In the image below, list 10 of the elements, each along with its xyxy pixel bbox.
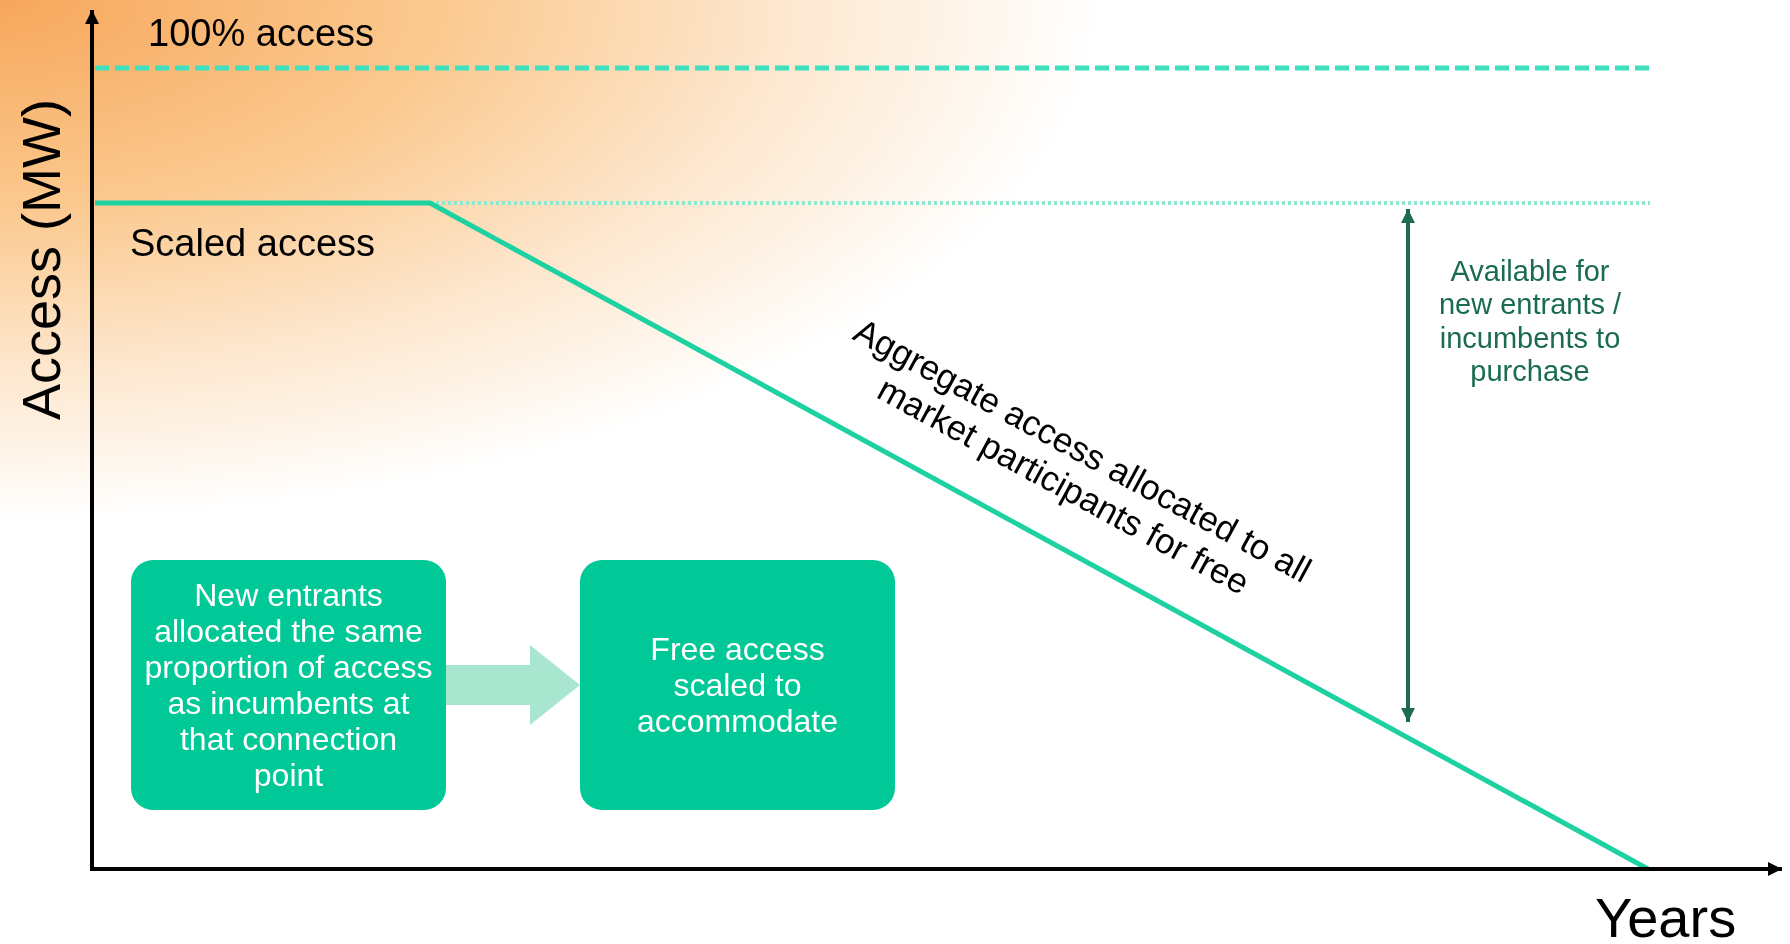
arrow (446, 645, 580, 725)
process-box (580, 560, 895, 810)
line-label: 100% access (148, 12, 374, 55)
dimension-label: Available for new entrants / incumbents to purchase (1437, 255, 1623, 389)
box-text: Free access scaled to accommodate (636, 631, 839, 739)
line-label: Scaled access (130, 222, 375, 265)
box-text: New entrants allocated the same proportion of access as incumbents at that connection point (143, 577, 434, 793)
process-box (131, 560, 446, 810)
axis-title: Access (MW) (10, 99, 72, 420)
axis-title: Years (1595, 885, 1737, 944)
